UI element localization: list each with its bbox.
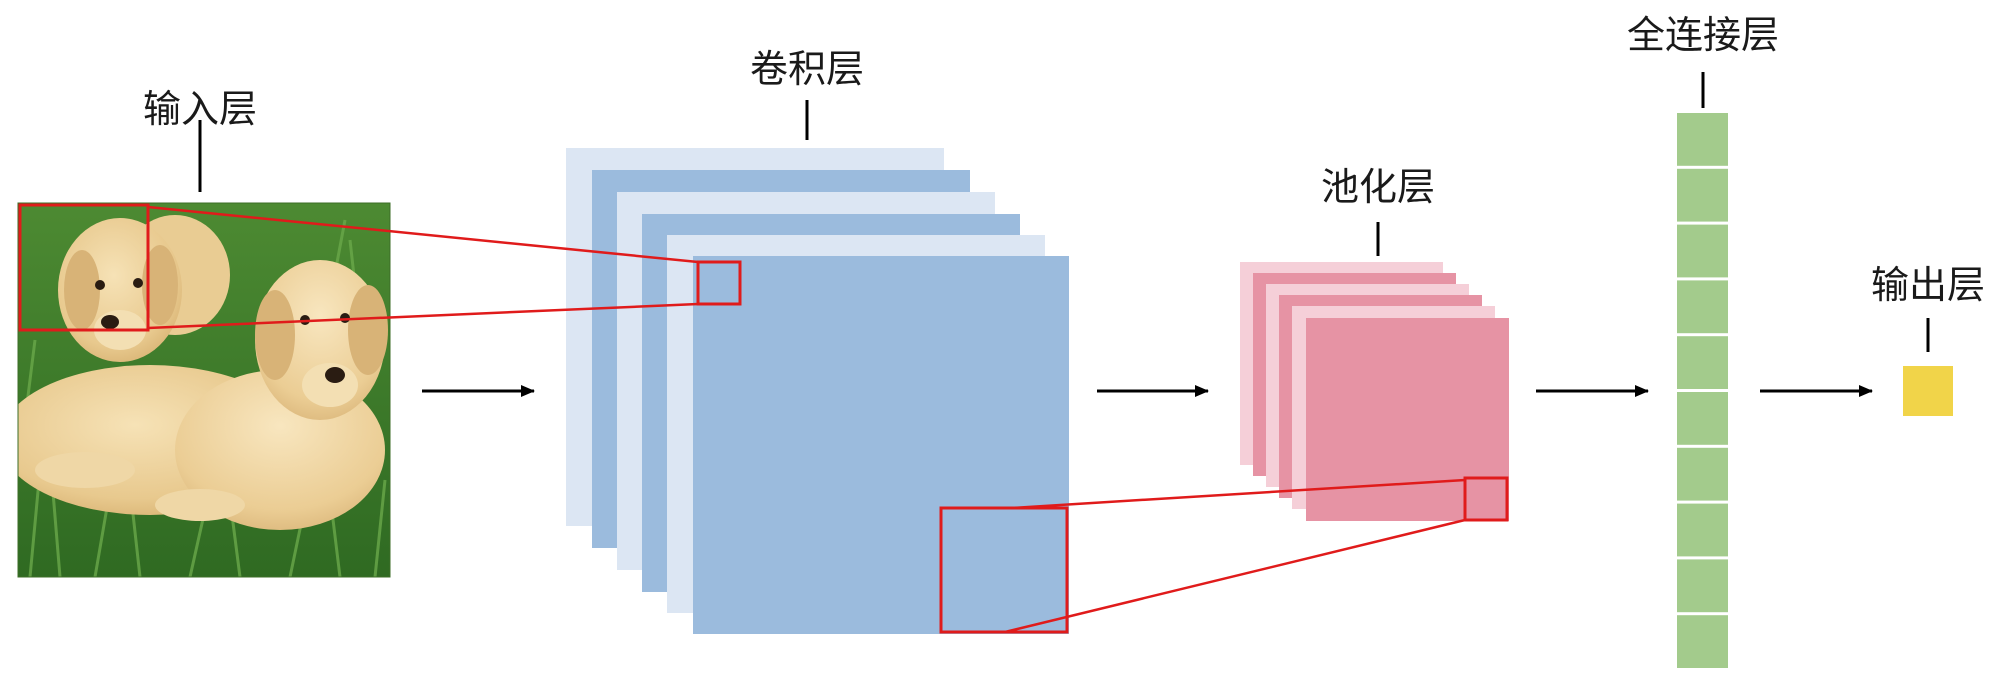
fc-unit <box>1677 503 1728 557</box>
pool-feature-map-front <box>1306 318 1509 521</box>
conv-output-pixel-box <box>696 260 742 306</box>
conv-feature-map-front <box>693 256 1069 634</box>
input-to-conv-projection <box>147 205 699 330</box>
fc-layer-label: 全连接层 <box>1627 13 1779 57</box>
conv-to-pool-projection <box>1004 478 1466 634</box>
projection-line <box>147 205 699 264</box>
projection-line <box>1004 518 1466 634</box>
input-receptive-field-box <box>18 203 150 332</box>
fc-unit <box>1677 559 1728 613</box>
input-image-frame <box>17 202 391 578</box>
pool-layer: 池化层 <box>1240 165 1509 522</box>
fc-unit-column <box>1677 113 1728 668</box>
fc-unit <box>1677 336 1728 389</box>
input-layer: 输入层 <box>17 87 391 578</box>
conv-pooling-window-box <box>939 506 1069 634</box>
output-layer-label: 输出层 <box>1871 263 1985 307</box>
fc-unit <box>1677 392 1728 445</box>
pool-output-pixel-box <box>1463 476 1509 522</box>
fc-unit <box>1677 280 1728 334</box>
fc-layer: 全连接层 <box>1627 13 1779 668</box>
projection-line <box>147 302 699 330</box>
input-layer-label: 输入层 <box>143 87 257 131</box>
output-layer: 输出层 <box>1871 263 1985 416</box>
puppies-photo-icon <box>18 203 390 577</box>
fc-unit <box>1677 615 1728 668</box>
conv-layer-label: 卷积层 <box>750 47 864 91</box>
fc-unit <box>1677 168 1728 222</box>
projection-line <box>1010 478 1466 510</box>
fc-unit <box>1677 224 1728 278</box>
fc-unit <box>1677 113 1728 166</box>
conv-layer: 卷积层 <box>566 47 1069 634</box>
output-unit <box>1903 366 1953 416</box>
fc-unit <box>1677 447 1728 501</box>
pool-layer-label: 池化层 <box>1321 165 1435 209</box>
